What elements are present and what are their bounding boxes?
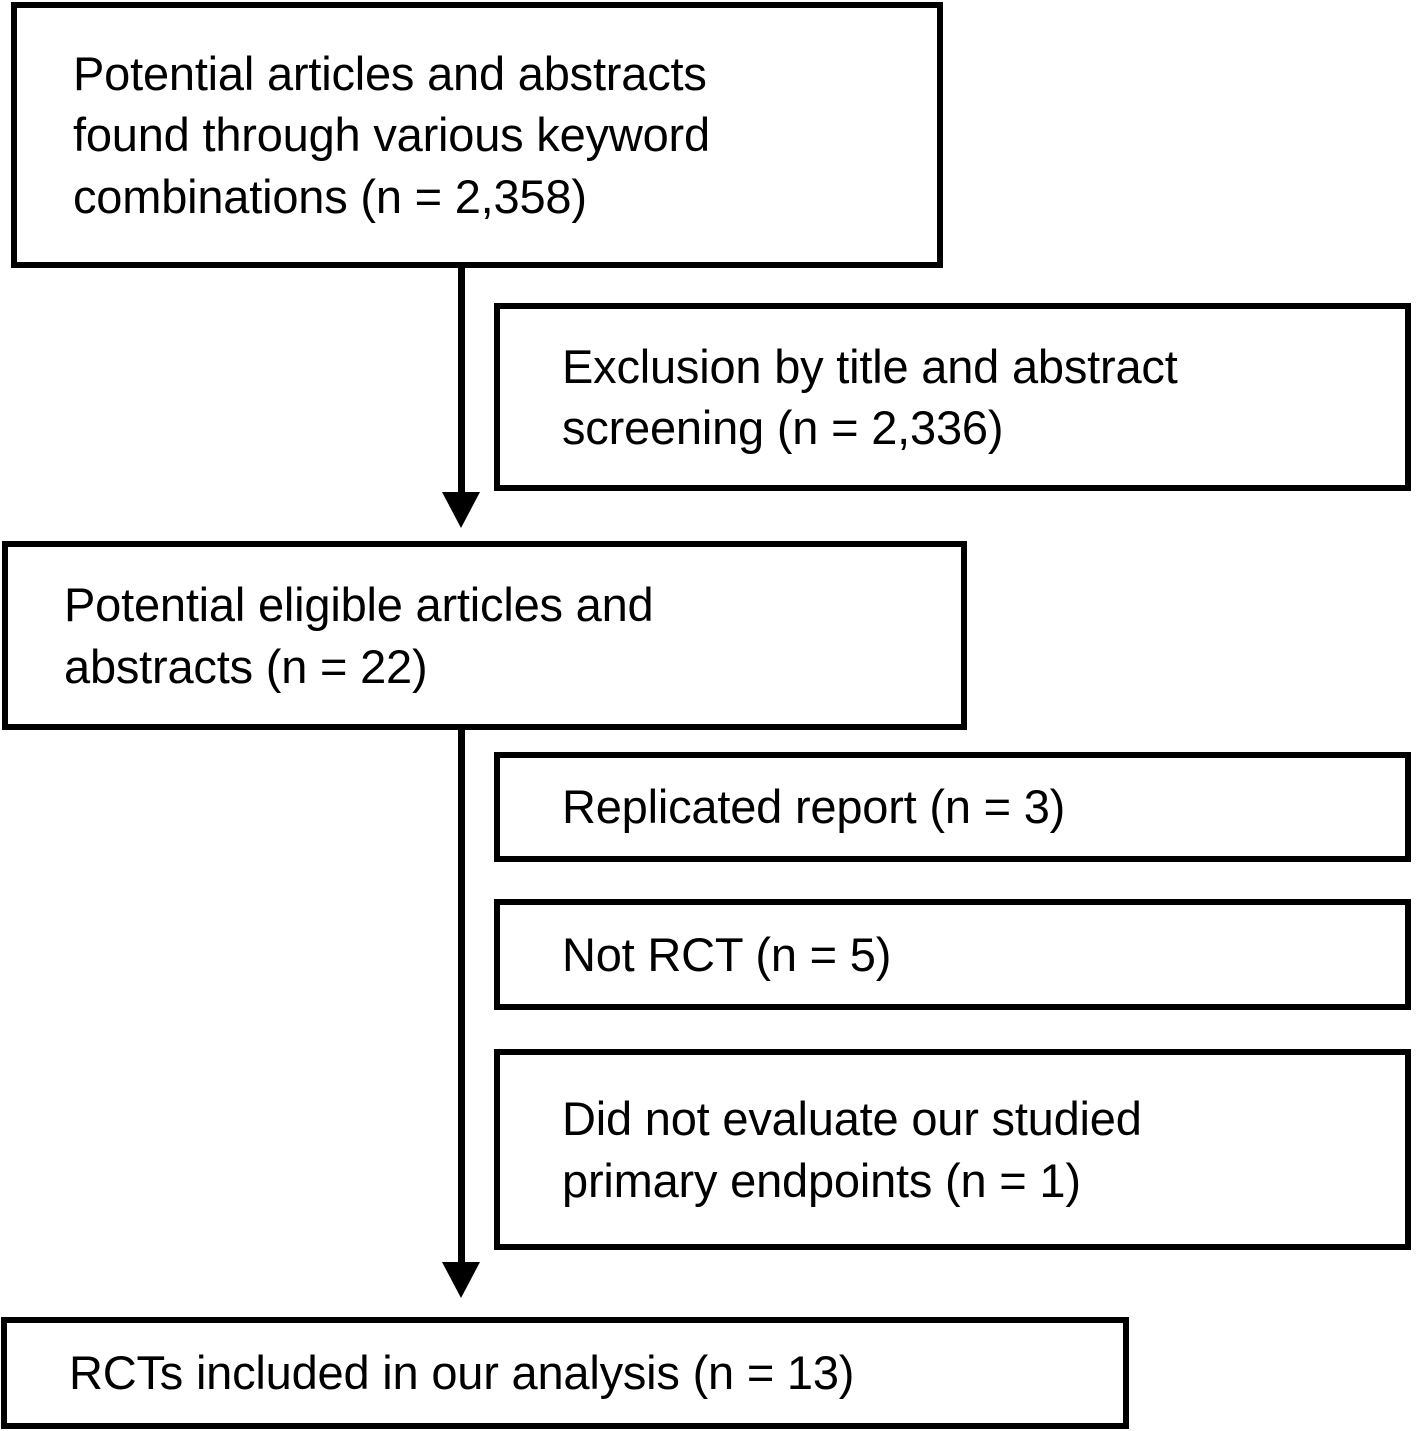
node-exclusion-primary-endpoints-label: Did not evaluate our studied primary end…: [562, 1092, 1142, 1207]
node-exclusion-not-rct: Not RCT (n = 5): [494, 899, 1411, 1010]
arrow-down-icon-to-eligible: [442, 492, 480, 528]
connector-eligible-to-included: [458, 730, 465, 1267]
arrow-down-icon-to-included: [442, 1262, 480, 1298]
node-exclusion-title-abstract-screening-label: Exclusion by title and abstract screenin…: [562, 339, 1178, 454]
node-exclusion-replicated-report-label: Replicated report (n = 3): [562, 780, 1066, 834]
node-potential-eligible-articles-label: Potential eligible articles and abstract…: [64, 578, 654, 693]
node-rcts-included: RCTs included in our analysis (n = 13): [1, 1317, 1129, 1429]
node-exclusion-title-abstract-screening: Exclusion by title and abstract screenin…: [494, 303, 1411, 491]
node-rcts-included-label: RCTs included in our analysis (n = 13): [69, 1346, 855, 1400]
node-potential-eligible-articles: Potential eligible articles and abstract…: [2, 541, 967, 730]
connector-source-to-eligible: [458, 268, 465, 496]
node-exclusion-not-rct-label: Not RCT (n = 5): [562, 927, 892, 981]
node-potential-articles-label: Potential articles and abstracts found t…: [73, 47, 710, 223]
node-potential-articles: Potential articles and abstracts found t…: [11, 2, 943, 268]
node-exclusion-replicated-report: Replicated report (n = 3): [494, 752, 1411, 862]
node-exclusion-primary-endpoints: Did not evaluate our studied primary end…: [494, 1049, 1411, 1250]
